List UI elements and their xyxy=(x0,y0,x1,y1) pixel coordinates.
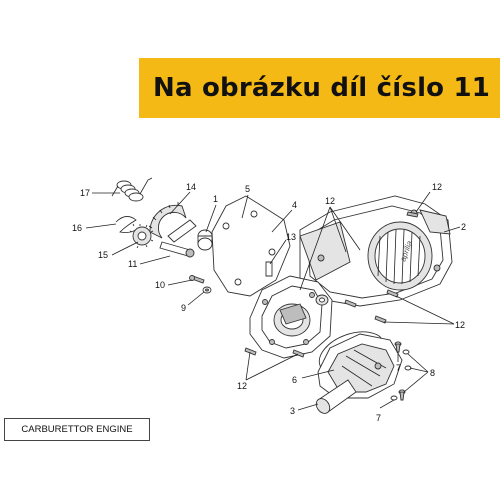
callout-8: 8 xyxy=(430,368,435,378)
callout-7-upper: 7 xyxy=(396,363,401,373)
part-number-banner: Na obrázku díl číslo 11 xyxy=(139,58,500,118)
callout-14: 14 xyxy=(186,182,196,192)
small-gear xyxy=(129,223,154,249)
spring-clip xyxy=(115,216,139,233)
callout-5: 5 xyxy=(245,184,250,194)
kickstart-shaft xyxy=(159,241,195,258)
callout-15: 15 xyxy=(98,250,108,260)
spring-coil xyxy=(111,177,153,202)
bolt-10 xyxy=(189,275,205,284)
leader-lines xyxy=(85,191,461,411)
callout-2: 2 xyxy=(461,222,466,232)
callout-10: 10 xyxy=(155,280,165,290)
crankcase-cover: aprilia xyxy=(299,195,453,307)
kickstart-assembly xyxy=(111,177,213,258)
washer-9 xyxy=(202,286,212,294)
callout-9: 9 xyxy=(181,303,186,313)
callout-16: 16 xyxy=(72,223,82,233)
cover-grille-lines xyxy=(377,229,421,285)
callout-12-top-right: 12 xyxy=(432,182,442,192)
callout-13: 13 xyxy=(286,232,296,242)
gear-sector xyxy=(148,202,197,243)
gasket xyxy=(211,195,291,297)
pin-13 xyxy=(265,261,273,277)
bushing xyxy=(197,229,213,251)
callout-1: 1 xyxy=(213,194,218,204)
callout-12-right: 12 xyxy=(455,320,465,330)
callout-6: 6 xyxy=(292,375,297,385)
callout-12-bottom-left: 12 xyxy=(237,381,247,391)
callout-11: 11 xyxy=(128,259,137,269)
callout-4: 4 xyxy=(292,200,297,210)
duct-tube xyxy=(315,379,357,414)
caption-text: CARBURETTOR ENGINE xyxy=(21,424,133,435)
duct-cover xyxy=(317,331,403,399)
inner-cover xyxy=(249,275,333,359)
callout-17: 17 xyxy=(80,188,90,198)
callout-12-top-left: 12 xyxy=(325,196,335,206)
callout-7-lower: 7 xyxy=(376,413,381,423)
callout-labels: 17 14 1 5 4 12 12 2 16 15 11 13 10 9 12 … xyxy=(72,182,466,423)
callout-3: 3 xyxy=(290,406,295,416)
screws-7-8 xyxy=(390,341,412,401)
banner-title: Na obrázku díl číslo 11 xyxy=(153,73,491,103)
bolts-12 xyxy=(244,211,419,358)
engine-type-caption: CARBURETTOR ENGINE xyxy=(4,418,150,441)
